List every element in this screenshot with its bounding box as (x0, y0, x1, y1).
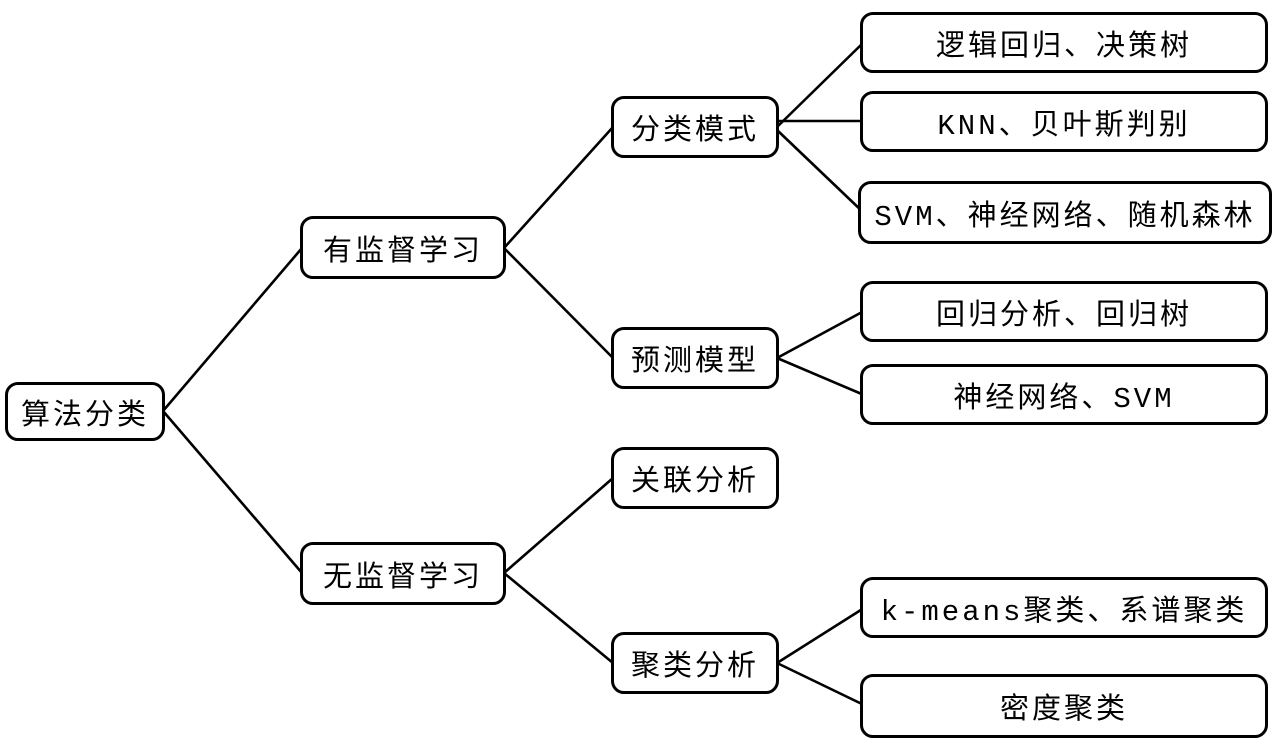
connector-classification-leaf1 (775, 40, 866, 129)
connector-clustering-leaf6 (775, 606, 866, 665)
connector-clustering-leaf7 (775, 661, 866, 707)
connector-supervised-classification (502, 125, 615, 250)
connector-root-supervised (161, 246, 304, 413)
connector-root-unsupervised (161, 409, 304, 575)
node-algorithm-classification: 算法分类 (5, 382, 165, 441)
node-prediction-model: 预测模型 (611, 327, 779, 389)
connector-prediction-leaf4 (775, 309, 866, 360)
connector-unsupervised-association (502, 476, 615, 575)
connector-supervised-prediction (502, 246, 615, 360)
connector-prediction-leaf5 (775, 356, 866, 397)
leaf-density-clustering: 密度聚类 (860, 674, 1268, 738)
leaf-knn-bayes-discriminant: KNN、贝叶斯判别 (860, 91, 1268, 152)
leaf-regression-analysis-regression-tree: 回归分析、回归树 (860, 281, 1268, 342)
leaf-svm-neural-network-random-forest: SVM、神经网络、随机森林 (858, 181, 1272, 244)
node-classification-mode: 分类模式 (611, 96, 779, 158)
leaf-kmeans-hierarchical-clustering: k-means聚类、系谱聚类 (860, 577, 1268, 638)
connector-unsupervised-clustering (502, 571, 615, 665)
node-cluster-analysis: 聚类分析 (611, 632, 779, 694)
node-supervised-learning: 有监督学习 (300, 216, 506, 279)
leaf-neural-network-svm: 神经网络、SVM (860, 364, 1268, 425)
node-unsupervised-learning: 无监督学习 (300, 542, 506, 605)
connector-classification-leaf3 (775, 128, 866, 215)
node-association-analysis: 关联分析 (611, 447, 779, 509)
leaf-logistic-regression-decision-tree: 逻辑回归、决策树 (860, 12, 1268, 73)
